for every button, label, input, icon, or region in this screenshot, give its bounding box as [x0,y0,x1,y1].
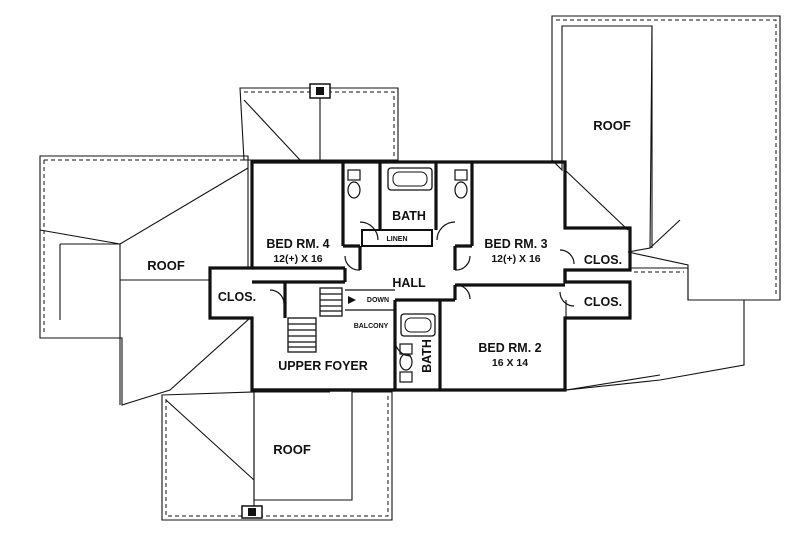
upper-foyer-label: UPPER FOYER [278,359,368,373]
bath-lower-label: BATH [420,339,434,373]
roof-outlines [39,15,781,521]
roof-label-left: ROOF [147,258,185,273]
stairs [287,287,356,353]
bed-rm-4-dims: 12(+) X 16 [273,253,322,265]
closet-right-top-label: CLOS. [584,253,622,267]
bed-rm-4-label: BED RM. 4 [266,237,329,251]
closet-left-label: CLOS. [218,290,256,304]
bed-rm-3-label: BED RM. 3 [484,237,547,251]
closet-right-bottom-label: CLOS. [584,295,622,309]
hall-label: HALL [392,276,426,290]
door-swings [269,221,575,357]
down-label: DOWN [367,297,389,304]
roof-label-top-right: ROOF [593,118,631,133]
linen-label: LINEN [387,236,408,243]
bath-top-label: BATH [392,209,426,223]
balcony-label: BALCONY [354,323,389,330]
bed-rm-3-dims: 12(+) X 16 [491,253,540,265]
interior-walls [252,162,567,392]
bed-rm-2-dims: 16 X 14 [492,357,528,369]
bed-rm-2-label: BED RM. 2 [478,341,541,355]
roof-label-bottom: ROOF [273,442,311,457]
fixtures [347,167,468,383]
